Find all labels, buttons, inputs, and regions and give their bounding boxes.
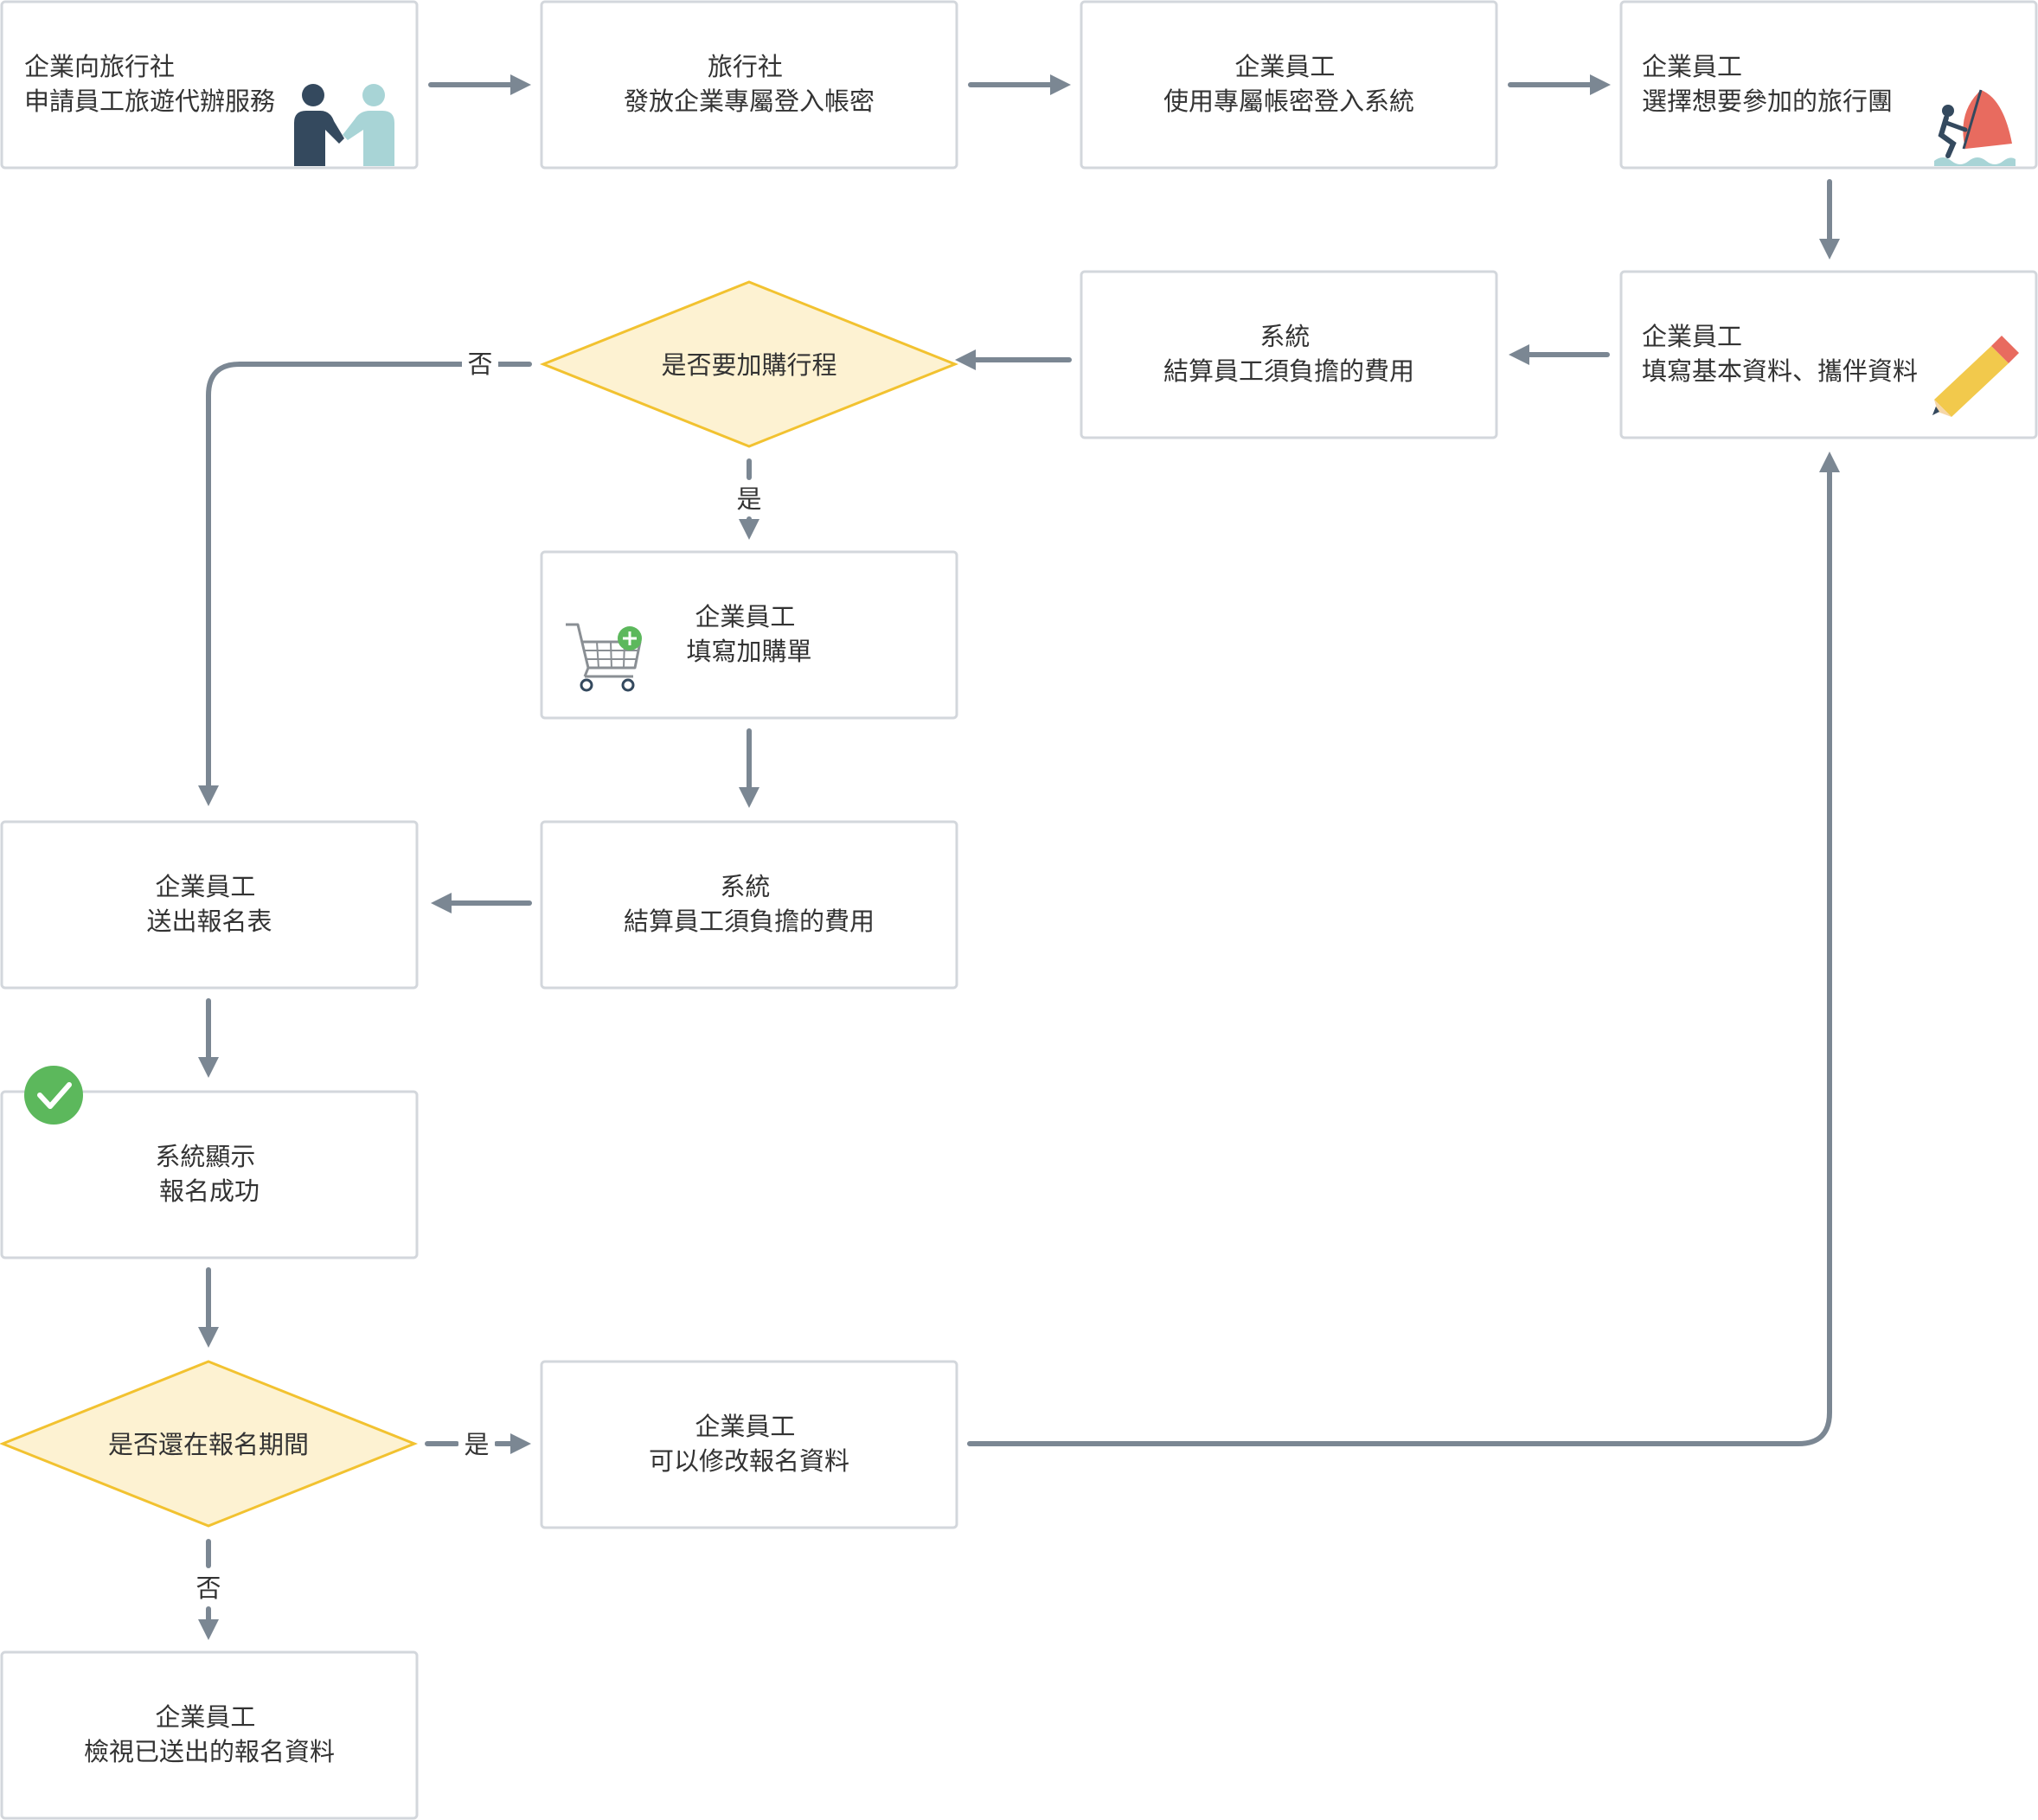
node-label-line: 送出報名表 — [146, 907, 272, 936]
node-label-line: 企業向旅行社 — [24, 52, 175, 81]
svg-text:企業員工 檢視已送出的報名資料: 企業員工 檢視已送出的報名資料 — [84, 1702, 335, 1766]
connectors — [198, 74, 1840, 1640]
node-label-line: 系統顯示 — [155, 1142, 255, 1171]
node-label-line: 使用專屬帳密登入系統 — [1163, 87, 1414, 116]
connector-n9-n10 — [198, 998, 219, 1078]
connector-n1-n2 — [428, 74, 531, 95]
node-employee-login: 企業員工 使用專屬帳密登入系統 — [1080, 0, 1498, 170]
success-check-icon — [24, 1066, 83, 1125]
svg-text:旅行社 發放企業專屬登入帳密: 旅行社 發放企業專屬登入帳密 — [624, 52, 875, 116]
node-label-line: 發放企業專屬登入帳密 — [624, 87, 875, 116]
node-label-line: 結算員工須負擔的費用 — [624, 907, 875, 936]
node-label-line: 結算員工須負擔的費用 — [1163, 356, 1414, 386]
node-view-submitted: 企業員工 檢視已送出的報名資料 — [0, 1650, 419, 1820]
node-label-line: 企業員工 — [1234, 52, 1335, 81]
svg-text:系統顯示 報名成功: 系統顯示 報名成功 — [155, 1142, 263, 1206]
edge-label-d1-yes: 是 — [736, 484, 761, 514]
connector-n2-n3 — [968, 74, 1071, 95]
node-label-line: 企業員工 — [1642, 52, 1742, 81]
node-label-line: 申請員工旅遊代辦服務 — [24, 87, 275, 116]
svg-text:企業員工 送出報名表: 企業員工 送出報名表 — [146, 872, 272, 936]
node-label-line: 填寫加購單 — [686, 637, 811, 666]
svg-text:企業員工 選擇想要參加的旅行團: 企業員工 選擇想要參加的旅行團 — [1642, 52, 1893, 116]
connector-d2-n12 — [198, 1539, 219, 1640]
svg-text:企業員工 填寫基本資料、攜伴資料: 企業員工 填寫基本資料、攜伴資料 — [1642, 322, 1918, 386]
node-label-line: 企業員工 — [695, 602, 795, 631]
node-issue-credentials: 旅行社 發放企業專屬登入帳密 — [540, 0, 958, 170]
svg-text:企業員工 填寫加購單: 企業員工 填寫加購單 — [686, 602, 811, 666]
node-label-line: 企業員工 — [1642, 322, 1742, 351]
node-label-line: 可以修改報名資料 — [649, 1446, 849, 1476]
node-show-success: 系統顯示 報名成功 — [0, 1066, 419, 1259]
edge-label-d2-yes: 是 — [464, 1430, 489, 1459]
connector-n8-n9 — [431, 893, 532, 913]
connector-d1-n9 — [198, 362, 532, 806]
node-label-line: 企業員工 — [155, 872, 255, 901]
decision-label: 是否要加購行程 — [661, 350, 836, 380]
decision-in-registration-period: 是否還在報名期間 — [0, 1360, 419, 1528]
edge-label-d1-no: 否 — [467, 349, 492, 379]
node-fill-info: 企業員工 填寫基本資料、攜伴資料 — [1619, 270, 2038, 439]
svg-text:系統 結算員工須負擔的費用: 系統 結算員工須負擔的費用 — [624, 872, 875, 936]
connector-d1-n7 — [739, 458, 759, 540]
node-submit-form: 企業員工 送出報名表 — [0, 820, 419, 990]
connector-n10-d2 — [198, 1267, 219, 1348]
node-label-line: 企業員工 — [155, 1702, 255, 1732]
connector-n11-n5 — [967, 452, 1840, 1446]
svg-text:企業員工 可以修改報名資料: 企業員工 可以修改報名資料 — [649, 1412, 849, 1476]
connector-n3-n4 — [1508, 74, 1611, 95]
svg-text:系統 結算員工須負擔的費用: 系統 結算員工須負擔的費用 — [1163, 322, 1414, 386]
add-to-cart-icon — [566, 623, 642, 692]
node-apply-service: 企業向旅行社 申請員工旅遊代辦服務 — [0, 0, 419, 170]
node-label-line: 報名成功 — [159, 1176, 260, 1206]
pencil-icon — [1932, 336, 2019, 417]
connector-n7-n8 — [739, 728, 759, 808]
node-label-line: 企業員工 — [695, 1412, 795, 1441]
node-label-line: 旅行社 — [708, 52, 783, 81]
node-label-line: 填寫基本資料、攜伴資料 — [1642, 356, 1918, 386]
connector-n4-n5 — [1819, 179, 1840, 260]
svg-text:企業向旅行社 申請員工旅遊代辦服務: 企業向旅行社 申請員工旅遊代辦服務 — [24, 52, 275, 116]
connector-n6-d1 — [955, 349, 1072, 370]
node-label-line: 選擇想要參加的旅行團 — [1642, 87, 1893, 116]
edge-label-d2-no: 否 — [195, 1573, 221, 1603]
node-calc-cost-2: 系統 結算員工須負擔的費用 — [540, 820, 958, 990]
svg-text:企業員工 使用專屬帳密登入系統: 企業員工 使用專屬帳密登入系統 — [1163, 52, 1414, 116]
node-label-line: 系統 — [720, 872, 770, 901]
decision-label: 是否還在報名期間 — [108, 1430, 309, 1459]
node-choose-tour: 企業員工 選擇想要參加的旅行團 — [1619, 0, 2038, 170]
node-modify-registration: 企業員工 可以修改報名資料 — [540, 1360, 958, 1529]
connector-d2-n11 — [425, 1433, 531, 1454]
connector-n5-n6 — [1509, 344, 1610, 365]
node-calc-cost-1: 系統 結算員工須負擔的費用 — [1080, 270, 1498, 439]
edge-labels: 否 是 是 否 — [190, 346, 767, 1605]
handshake-icon — [294, 84, 394, 166]
decision-add-itinerary: 是否要加購行程 — [539, 280, 959, 448]
node-label-line: 系統 — [1259, 322, 1310, 351]
node-label-line: 檢視已送出的報名資料 — [84, 1737, 335, 1766]
node-fill-addon: 企業員工 填寫加購單 — [540, 550, 958, 720]
windsurfing-icon — [1934, 89, 2016, 166]
